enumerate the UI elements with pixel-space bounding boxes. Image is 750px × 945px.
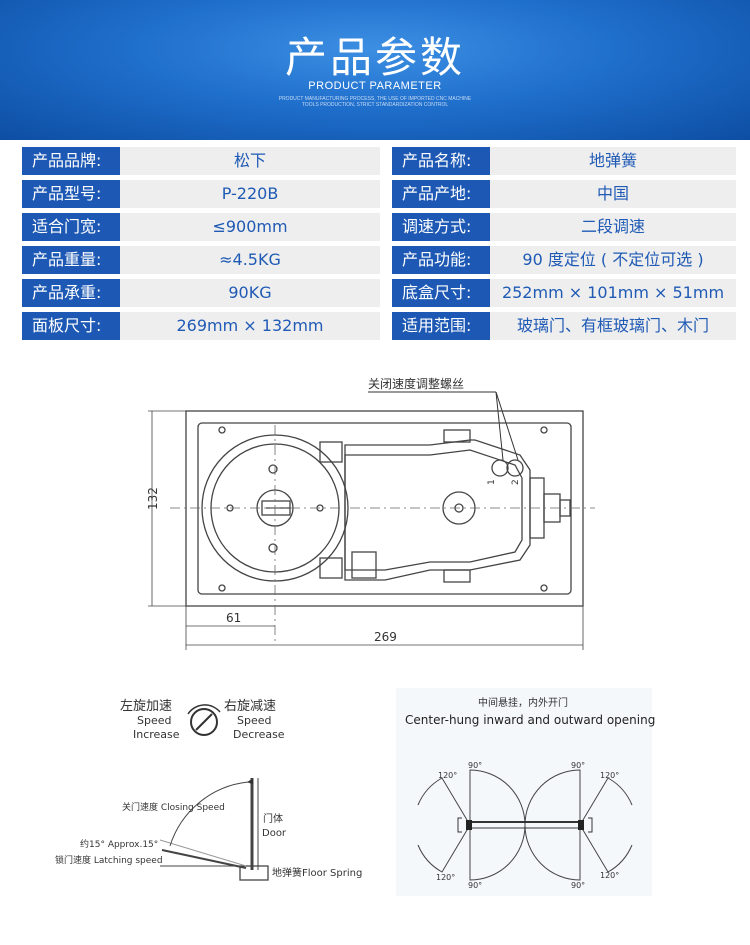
spec-label: 产品品牌: bbox=[22, 147, 120, 175]
angle-120-tr: 120° bbox=[600, 771, 619, 780]
spec-label: 产品产地: bbox=[392, 180, 490, 208]
angle-120-bl: 120° bbox=[436, 873, 455, 882]
latching-speed-label: 锁门速度 Latching speed bbox=[55, 854, 163, 866]
spec-value: 松下 bbox=[120, 147, 380, 175]
spec-label: 产品型号: bbox=[22, 180, 120, 208]
angle-120-br: 120° bbox=[600, 871, 619, 880]
spec-label: 面板尺寸: bbox=[22, 312, 120, 340]
dim-height-label: 132 bbox=[146, 487, 160, 510]
spec-row: 产品品牌: 松下 产品名称: 地弹簧 bbox=[22, 147, 736, 175]
banner-desc-line-1: PRODUCT MANUFACTURING PROCESS, THE USE O… bbox=[278, 96, 472, 102]
spec-row: 产品承重: 90KG 底盒尺寸: 252mm × 101mm × 51mm bbox=[22, 279, 736, 307]
spec-value: 中国 bbox=[490, 180, 736, 208]
floor-spring-plan-view bbox=[185, 410, 584, 607]
spec-value: 252mm × 101mm × 51mm bbox=[490, 279, 736, 307]
rotate-arrow-icon bbox=[187, 704, 221, 715]
spec-label: 产品名称: bbox=[392, 147, 490, 175]
spec-label: 产品重量: bbox=[22, 246, 120, 274]
header-banner: 产品参数 PRODUCT PARAMETER PRODUCT MANUFACTU… bbox=[0, 0, 750, 140]
spec-value: ≈4.5KG bbox=[120, 246, 380, 274]
spec-label: 调速方式: bbox=[392, 213, 490, 241]
door-en-label: Door bbox=[262, 828, 287, 839]
angle-120-tl: 120° bbox=[438, 771, 457, 780]
spec-value: 269mm × 132mm bbox=[120, 312, 380, 340]
opening-diagram: 中间悬挂，内外开门 Center-hung inward and outward… bbox=[396, 688, 655, 896]
spec-value: 玻璃门、有框玻璃门、木门 bbox=[490, 312, 736, 340]
angle-90-tr: 90° bbox=[571, 761, 585, 770]
speed-adjust-diagram: 左旋加速 Speed Increase 右旋减速 Speed Decrease bbox=[120, 699, 285, 741]
speed-left-cn: 左旋加速 bbox=[120, 699, 172, 714]
spec-label: 产品承重: bbox=[22, 279, 120, 307]
spec-label: 适合门宽: bbox=[22, 213, 120, 241]
adjust-screw-icon bbox=[190, 708, 218, 736]
screw-pointer-2 bbox=[495, 391, 519, 461]
spec-row: 产品重量: ≈4.5KG 产品功能: 90 度定位 ( 不定位可选 ) bbox=[22, 246, 736, 274]
floor-spring-label: 地弹簧Floor Spring bbox=[272, 866, 362, 879]
screw-adjust-label: 关闭速度调整螺丝 bbox=[368, 376, 464, 391]
technical-drawing: 关闭速度调整螺丝 bbox=[55, 376, 655, 896]
spec-label: 产品功能: bbox=[392, 246, 490, 274]
angle-90-tl: 90° bbox=[468, 761, 482, 770]
banner-description: PRODUCT MANUFACTURING PROCESS, THE USE O… bbox=[0, 96, 750, 108]
opening-title-cn: 中间悬挂，内外开门 bbox=[478, 696, 568, 709]
spec-table: 产品品牌: 松下 产品名称: 地弹簧 产品型号: P-220B 产品产地: 中国… bbox=[22, 147, 736, 345]
screw-1-label: 1 bbox=[487, 479, 497, 485]
spec-row: 产品型号: P-220B 产品产地: 中国 bbox=[22, 180, 736, 208]
speed-left-en1: Speed bbox=[137, 714, 171, 727]
closing-speed-label: 关门速度 Closing Speed bbox=[122, 801, 225, 813]
angle-90-bl: 90° bbox=[468, 881, 482, 890]
spec-value: 地弹簧 bbox=[490, 147, 736, 175]
dim-width-label: 269 bbox=[374, 630, 397, 644]
spec-value: 90 度定位 ( 不定位可选 ) bbox=[490, 246, 736, 274]
screw-2-label: 2 bbox=[511, 479, 521, 485]
speed-right-en2: Decrease bbox=[233, 728, 285, 741]
door-cn-label: 门体 bbox=[263, 812, 283, 825]
spec-row: 面板尺寸: 269mm × 132mm 适用范围: 玻璃门、有框玻璃门、木门 bbox=[22, 312, 736, 340]
banner-desc-line-2: TOOLS PRODUCTION, STRICT STANDARDIZATION… bbox=[301, 102, 449, 108]
opening-title-en: Center-hung inward and outward opening bbox=[405, 713, 655, 727]
spec-value: P-220B bbox=[120, 180, 380, 208]
page-title: 产品参数 bbox=[284, 33, 465, 82]
speed-right-en1: Speed bbox=[237, 714, 271, 727]
approx-angle-label: 约15° Approx.15° bbox=[80, 838, 158, 850]
spec-label: 适用范围: bbox=[392, 312, 490, 340]
spec-value: 90KG bbox=[120, 279, 380, 307]
spec-label: 底盒尺寸: bbox=[392, 279, 490, 307]
spec-row: 适合门宽: ≤900mm 调速方式: 二段调速 bbox=[22, 213, 736, 241]
spec-value: ≤900mm bbox=[120, 213, 380, 241]
closing-speed-diagram: 关门速度 Closing Speed 约15° Approx.15° 锁门速度 … bbox=[55, 778, 362, 881]
speed-left-en2: Increase bbox=[133, 728, 180, 741]
spec-value: 二段调速 bbox=[490, 213, 736, 241]
dim-offset-label: 61 bbox=[226, 611, 241, 625]
page-subtitle: PRODUCT PARAMETER bbox=[308, 80, 442, 92]
angle-90-br: 90° bbox=[571, 881, 585, 890]
speed-right-cn: 右旋减速 bbox=[224, 699, 276, 714]
